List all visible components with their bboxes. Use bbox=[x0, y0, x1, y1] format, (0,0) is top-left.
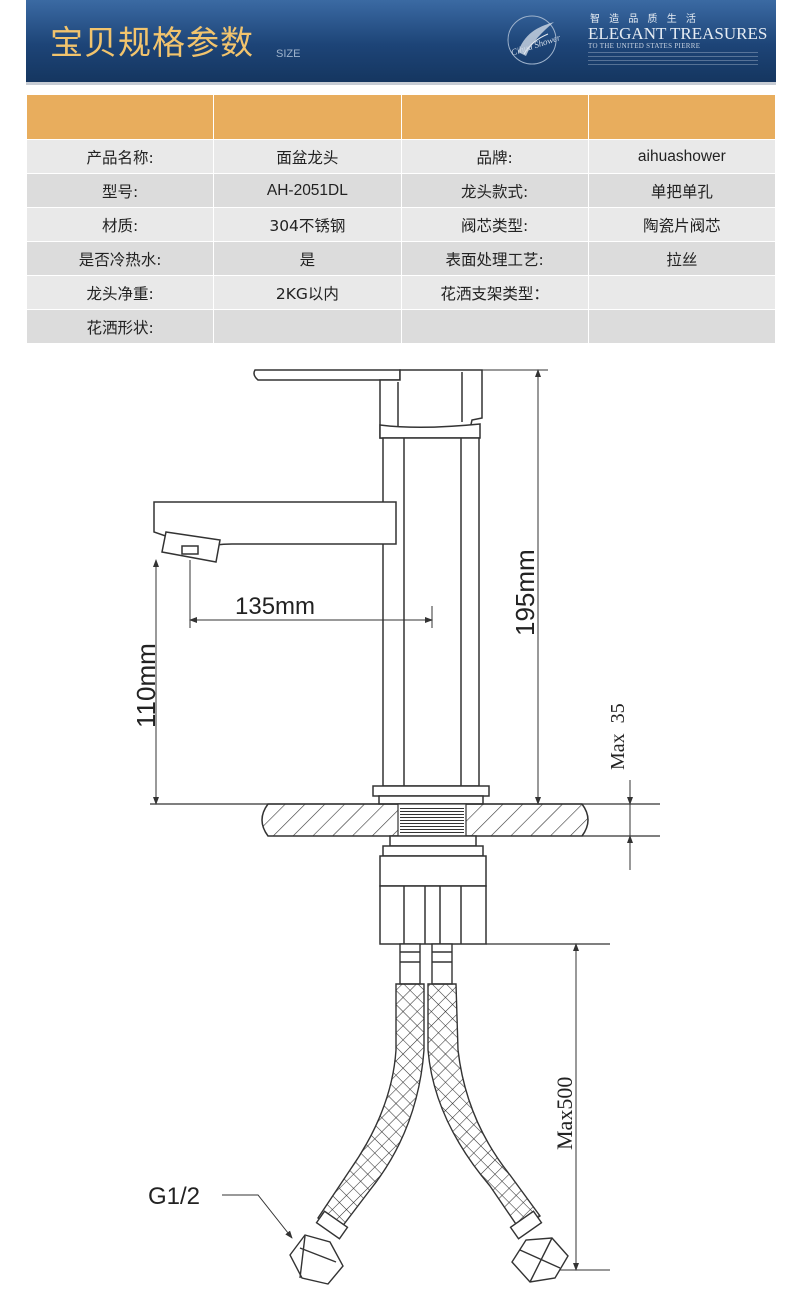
spec-header-cell bbox=[213, 94, 402, 140]
spec-value: AH-2051DL bbox=[213, 173, 402, 208]
spec-value bbox=[587, 309, 777, 344]
table-row: 花洒形状: bbox=[25, 309, 777, 344]
dimension-lines bbox=[153, 369, 633, 1271]
mounting-deck bbox=[150, 803, 660, 837]
spec-label: 产品名称: bbox=[25, 139, 215, 174]
spec-value bbox=[213, 309, 402, 344]
spec-label: 型号: bbox=[25, 173, 215, 208]
spec-header-cell bbox=[400, 94, 589, 140]
brand-tagline-en-small: TO THE UNITED STATES PIERRE bbox=[588, 42, 701, 50]
spec-label: 品牌: bbox=[400, 139, 589, 174]
faucet-body bbox=[153, 369, 490, 805]
spec-label: 是否冷热水: bbox=[25, 241, 215, 276]
spec-label bbox=[400, 309, 589, 344]
spec-value: 陶瓷片阀芯 bbox=[587, 207, 777, 242]
spec-label: 表面处理工艺: bbox=[400, 241, 589, 276]
spec-table: 产品名称: 面盆龙头 品牌: aihuashower 型号: AH-2051DL… bbox=[25, 94, 777, 344]
spec-label: 阀芯类型: bbox=[400, 207, 589, 242]
spec-header-cell bbox=[587, 94, 777, 140]
page-subtitle: SIZE bbox=[276, 48, 301, 60]
spec-label: 花洒形状: bbox=[25, 309, 215, 344]
spec-label: 花洒支架类型： bbox=[400, 275, 589, 310]
brand-tagline-en: ELEGANT TREASURES bbox=[588, 24, 768, 43]
brand-logo-icon bbox=[507, 15, 557, 65]
dim-deck-thickness: Max 35 bbox=[607, 703, 629, 770]
spec-value: 是 bbox=[213, 241, 402, 276]
thread-size-label: G1/2 bbox=[148, 1183, 200, 1210]
spec-header-cell bbox=[25, 94, 215, 140]
dim-spout-height: 110mm bbox=[131, 643, 161, 728]
table-row: 材质: 304不锈钢 阀芯类型: 陶瓷片阀芯 bbox=[25, 207, 777, 242]
spec-label: 材质: bbox=[25, 207, 215, 242]
brand-decor-lines bbox=[588, 52, 758, 66]
spec-value: 拉丝 bbox=[587, 241, 777, 276]
spec-value: 2KG以内 bbox=[213, 275, 402, 310]
spec-value: 单把单孔 bbox=[587, 173, 777, 208]
supply-hoses bbox=[289, 943, 569, 1285]
spec-value: 304不锈钢 bbox=[213, 207, 402, 242]
dim-total-height: 195mm bbox=[510, 549, 540, 636]
spec-value: 面盆龙头 bbox=[213, 139, 402, 174]
table-row: 是否冷热水: 是 表面处理工艺: 拉丝 bbox=[25, 241, 777, 276]
spec-value bbox=[587, 275, 777, 310]
table-row: 型号: AH-2051DL 龙头款式: 单把单孔 bbox=[25, 173, 777, 208]
spec-table-header bbox=[25, 94, 777, 140]
page-title: 宝贝规格参数 bbox=[50, 23, 254, 62]
header-banner: 宝贝规格参数 SIZE Cihua Shower 智 造 品 质 生 活 ELE… bbox=[26, 0, 776, 85]
dimension-labels: 135mm 195mm 110mm Max 35 Max500 G1/2 bbox=[131, 549, 629, 1210]
dim-spout-reach: 135mm bbox=[235, 593, 315, 620]
dim-hose-length: Max500 bbox=[552, 1077, 577, 1150]
table-row: 龙头净重: 2KG以内 花洒支架类型： bbox=[25, 275, 777, 310]
spec-value: aihuashower bbox=[587, 139, 777, 174]
faucet-dimension-drawing: 135mm 195mm 110mm Max 35 Max500 G1/2 bbox=[131, 369, 660, 1285]
spec-label: 龙头款式: bbox=[400, 173, 589, 208]
spec-label: 龙头净重: bbox=[25, 275, 215, 310]
mounting-nut bbox=[379, 835, 610, 945]
brand-tagline-cn: 智 造 品 质 生 活 bbox=[590, 14, 699, 25]
table-row: 产品名称: 面盆龙头 品牌: aihuashower bbox=[25, 139, 777, 174]
